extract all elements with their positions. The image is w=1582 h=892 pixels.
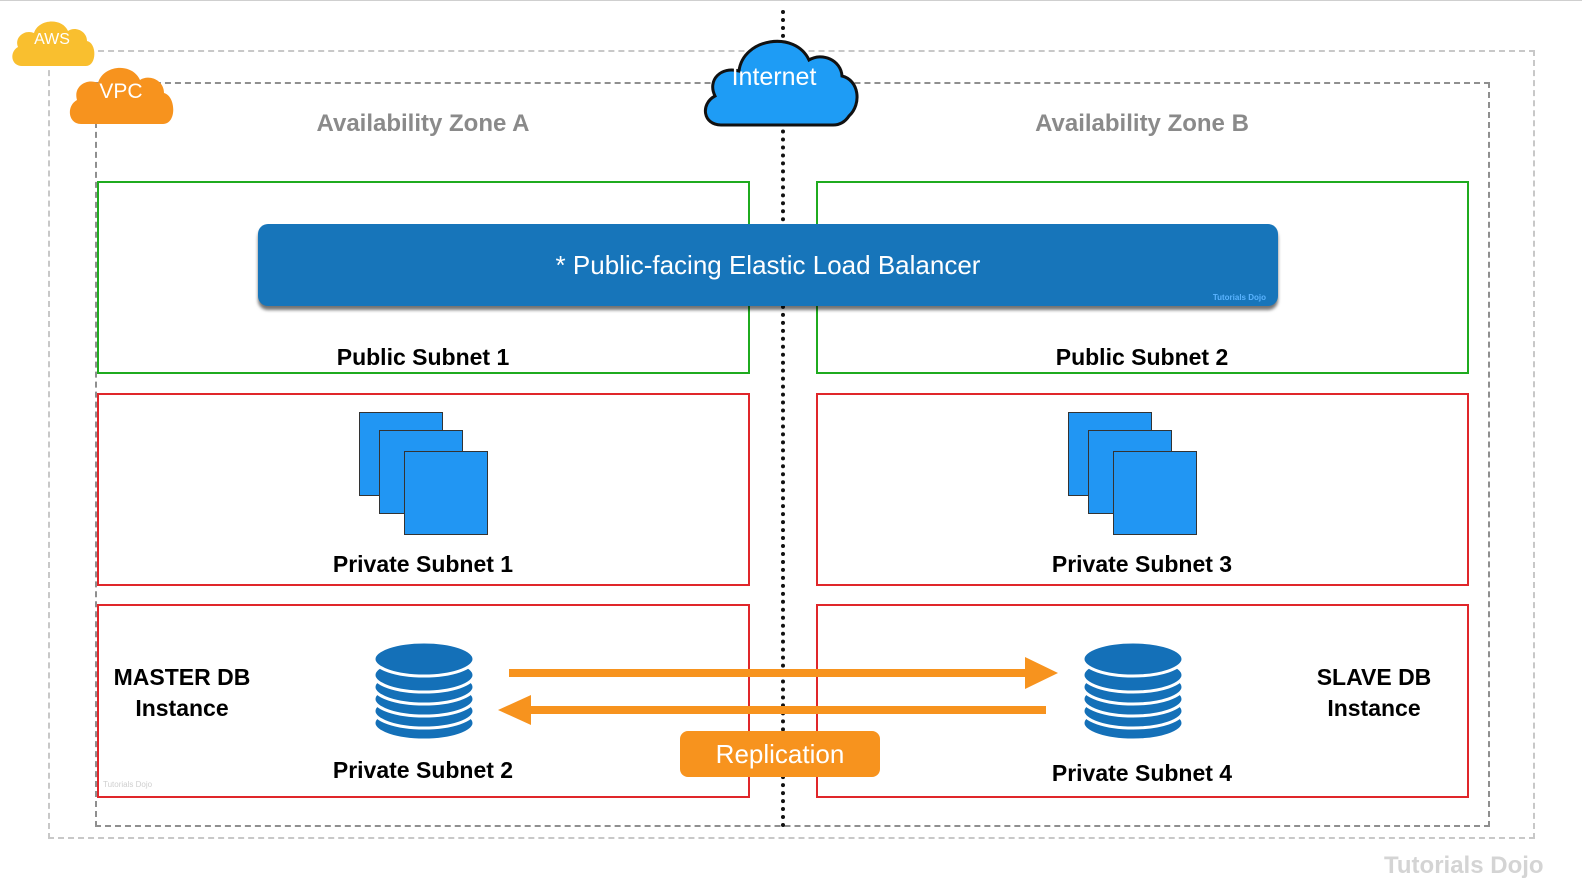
public-subnet-2-label: Public Subnet 2	[1055, 344, 1229, 370]
arrow-left-head-icon	[498, 695, 531, 725]
vpc-label: VPC	[99, 80, 143, 103]
slave-db-line2: Instance	[1327, 695, 1421, 721]
arrow-left-shaft	[531, 706, 1046, 714]
replication-badge: Replication	[680, 731, 880, 777]
master-db-line2: Instance	[135, 695, 229, 721]
aws-label: AWS	[34, 31, 70, 48]
availability-zone-a-title: Availability Zone A	[316, 110, 530, 137]
elb-label: * Public-facing Elastic Load Balancer	[555, 249, 981, 280]
internet-cloud-icon	[704, 39, 859, 127]
elb-watermark: Tutorials Dojo	[1212, 293, 1266, 302]
public-subnet-1-label: Public Subnet 1	[336, 344, 510, 370]
aws-cloud-icon	[12, 21, 95, 66]
vpc-cloud-icon	[69, 67, 174, 124]
internet-label: Internet	[731, 63, 817, 91]
subnet-watermark: Tutorials Dojo	[103, 780, 153, 789]
elastic-load-balancer: * Public-facing Elastic Load Balancer Tu…	[258, 224, 1278, 306]
instance-square	[404, 451, 488, 535]
arrow-right-shaft	[509, 669, 1029, 677]
master-db-label: MASTER DB Instance	[102, 662, 262, 724]
master-db-line1: MASTER DB	[113, 664, 251, 690]
private-subnet-3	[816, 393, 1469, 586]
master-database-icon	[372, 640, 476, 742]
private-subnet-2-label: Private Subnet 2	[332, 757, 514, 783]
replication-arrows	[498, 657, 1058, 725]
top-rule	[0, 0, 1582, 1]
availability-zone-b-title: Availability Zone B	[1035, 110, 1249, 137]
footer-watermark: Tutorials Dojo	[1384, 852, 1544, 879]
slave-db-label: SLAVE DB Instance	[1294, 662, 1454, 724]
private-subnet-4-label: Private Subnet 4	[1051, 760, 1233, 786]
zone-divider	[781, 10, 785, 828]
ec2-instances-icon-zone-b	[1068, 412, 1198, 536]
private-subnet-1	[97, 393, 750, 586]
ec2-instances-icon-zone-a	[359, 412, 489, 536]
instance-square	[1113, 451, 1197, 535]
slave-db-line1: SLAVE DB	[1316, 664, 1432, 690]
private-subnet-3-label: Private Subnet 3	[1051, 551, 1233, 577]
slave-database-icon	[1081, 640, 1185, 742]
private-subnet-2	[97, 604, 750, 798]
replication-label: Replication	[715, 738, 845, 769]
private-subnet-1-label: Private Subnet 1	[332, 551, 514, 577]
arrow-right-head-icon	[1025, 657, 1058, 689]
private-subnet-4	[816, 604, 1469, 798]
